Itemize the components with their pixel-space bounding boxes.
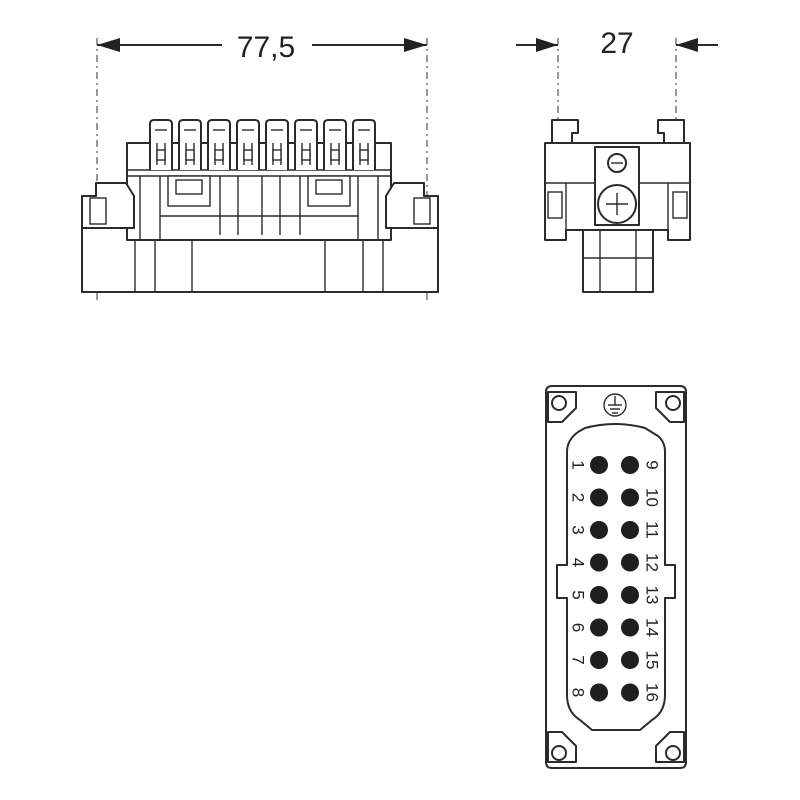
pin-number-label: 5 xyxy=(569,590,588,599)
width-arrow-left-icon xyxy=(97,38,120,52)
depth-dimension: 27 xyxy=(516,27,718,120)
pin-contact xyxy=(621,586,639,604)
crimp-contact xyxy=(323,119,347,170)
pin-number-label: 12 xyxy=(643,553,662,572)
pin-contact xyxy=(621,683,639,702)
pin-contact xyxy=(621,488,639,507)
pin-contact xyxy=(590,488,608,507)
pin-contact xyxy=(590,683,608,702)
side-screw-left xyxy=(547,191,563,219)
crimp-contact xyxy=(294,119,318,170)
pin-number-label: 6 xyxy=(569,623,588,632)
mounting-hole-bottom-left xyxy=(551,745,567,761)
pin-number-label: 14 xyxy=(643,618,662,637)
pin-insert-outline xyxy=(556,423,676,731)
crimp-contact xyxy=(265,119,289,170)
front-latch-window-inner xyxy=(175,179,203,195)
front-latch-window-left xyxy=(167,175,211,207)
width-dimension: 77,5 xyxy=(96,31,428,300)
mounting-hole-top-left xyxy=(551,395,567,411)
side-tab-left xyxy=(551,119,579,144)
pin-number-label: 7 xyxy=(569,655,588,664)
pin-number-label: 13 xyxy=(643,586,662,605)
front-flange-screw-right xyxy=(413,197,431,225)
pin-number-label: 11 xyxy=(643,521,662,539)
mounting-hole-top-right xyxy=(665,395,681,411)
pin-contact xyxy=(621,553,639,572)
front-view xyxy=(81,119,439,293)
side-view xyxy=(544,119,691,293)
pin-number-label: 16 xyxy=(643,683,662,702)
crimp-contact xyxy=(236,119,260,170)
pin-contact xyxy=(590,651,608,669)
pin-number-label: 15 xyxy=(643,651,662,670)
mounting-hole-bottom-right xyxy=(665,745,681,761)
pin-contact xyxy=(590,618,608,637)
front-contact-row xyxy=(149,119,376,170)
pin-number-label: 2 xyxy=(569,493,588,502)
side-tab-right xyxy=(657,119,685,144)
pin-contact xyxy=(621,651,639,669)
pin-contact xyxy=(590,586,608,604)
pin-number-label: 10 xyxy=(643,488,662,507)
front-latch-window-right xyxy=(307,175,351,207)
side-screw-right xyxy=(672,191,688,219)
pin-number-label: 9 xyxy=(643,460,662,469)
depth-arrow-right-icon xyxy=(676,38,698,52)
front-latch-window-inner xyxy=(315,179,343,195)
depth-label: 27 xyxy=(600,27,633,60)
pin-contact xyxy=(590,553,608,572)
pin-contact xyxy=(590,521,608,539)
protective-earth-icon xyxy=(603,393,627,417)
crimp-contact xyxy=(178,119,202,170)
depth-arrow-left-icon xyxy=(536,38,558,52)
front-flange-screw-left xyxy=(89,197,107,225)
width-label: 77,5 xyxy=(237,31,295,64)
pin-contact xyxy=(621,521,639,539)
crimp-contact xyxy=(149,119,173,170)
pin-number-label: 3 xyxy=(569,525,588,534)
pin-contact xyxy=(621,456,639,474)
pin-number-label: 1 xyxy=(569,460,588,469)
pin-contact xyxy=(590,456,608,474)
crimp-contact xyxy=(352,119,376,170)
pin-number-label: 4 xyxy=(569,558,588,567)
pin-contact xyxy=(621,618,639,637)
crimp-contact xyxy=(207,119,231,170)
width-arrow-right-icon xyxy=(404,38,427,52)
pin-number-label: 8 xyxy=(569,688,588,697)
